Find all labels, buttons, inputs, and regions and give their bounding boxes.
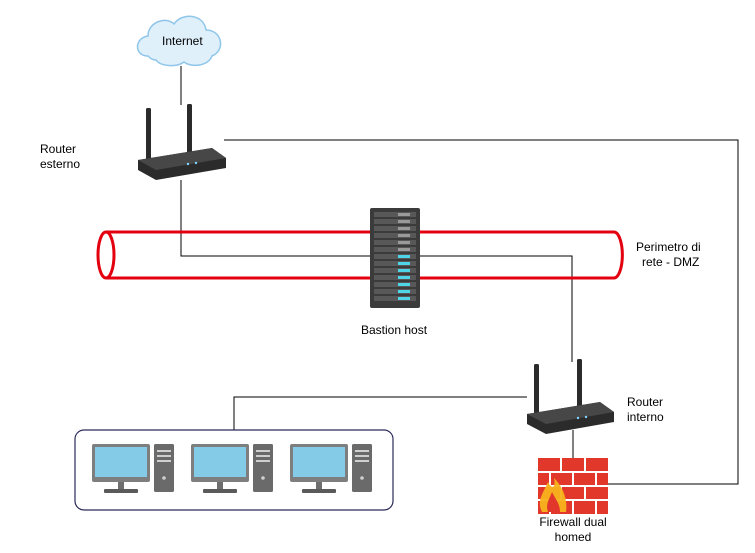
router-esterno-label-line1: Router <box>40 142 77 156</box>
server-slot-indicator <box>398 283 410 286</box>
perimetro-label: Perimetro di rete - DMZ <box>636 240 701 270</box>
server-slot <box>374 296 416 301</box>
router-esterno-label: Router esterno <box>40 142 80 172</box>
server-slot <box>374 282 416 287</box>
server-slot <box>374 240 416 245</box>
perimetro-label-line1: Perimetro di <box>636 240 701 254</box>
link-lan-router-interno <box>233 396 527 430</box>
server-slot <box>374 268 416 273</box>
server-slot-indicator <box>398 234 410 237</box>
server-slot <box>374 212 416 217</box>
router-esterno-label-line2: esterno <box>40 157 81 171</box>
server-slot-indicator <box>398 241 410 244</box>
desktop-computer-icon <box>92 444 174 493</box>
server-slot-indicator <box>398 290 410 293</box>
perimetro-label-line2: rete - DMZ <box>642 255 700 269</box>
server-slot-indicator <box>398 262 410 265</box>
server-slot <box>374 275 416 280</box>
desktop-computer-icon <box>191 444 273 493</box>
firewall-label: Firewall dual homed <box>534 515 612 545</box>
router-interno-label-line1: Router <box>627 395 664 409</box>
router-interno-label-line2: interno <box>627 410 664 424</box>
link-router-esterno-firewall <box>224 139 739 485</box>
firewall-icon <box>538 458 608 514</box>
server-slot-indicator <box>398 276 410 279</box>
desktop-computer-icon <box>290 444 372 493</box>
server-slot-indicator <box>398 297 410 300</box>
server-slot <box>374 289 416 294</box>
router-icon <box>527 359 614 434</box>
server-slot <box>374 254 416 259</box>
server-slot <box>374 247 416 252</box>
router-interno-label: Router interno <box>627 395 664 425</box>
server-slot-indicator <box>398 269 410 272</box>
router-icon <box>138 104 226 180</box>
server-slot-indicator <box>398 255 410 258</box>
firewall-label-line1: Firewall dual <box>539 515 607 529</box>
perimeter-dmz-tube <box>96 230 624 280</box>
server-slot-indicator <box>398 213 410 216</box>
internet-label: Internet <box>162 34 203 48</box>
server-slot <box>374 233 416 238</box>
server-slot <box>374 226 416 231</box>
server-icon <box>370 208 420 308</box>
server-slot-indicator <box>398 220 410 223</box>
firewall-label-line2: homed <box>554 530 592 544</box>
server-slot <box>374 261 416 266</box>
bastion-host-label: Bastion host <box>361 323 428 337</box>
server-slot-indicator <box>398 227 410 230</box>
server-slot-indicator <box>398 248 410 251</box>
server-slot <box>374 219 416 224</box>
cloud-icon <box>136 15 222 67</box>
